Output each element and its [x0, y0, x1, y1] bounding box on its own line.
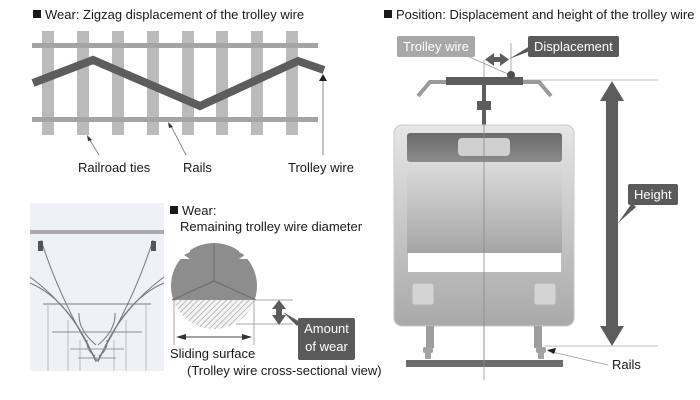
label-rails-right: Rails: [612, 357, 641, 372]
notch-right: [239, 243, 258, 259]
crossbar: [43, 303, 151, 305]
displacement-tag: Displacement: [528, 36, 619, 57]
position-heading: Position: Displacement and height of the…: [384, 7, 694, 22]
train-windshield: [407, 162, 562, 253]
arrowhead-icon: [87, 135, 92, 141]
rail-right-web: [538, 353, 544, 359]
rail-bottom: [32, 117, 318, 122]
wear-double-arrow-icon: [272, 300, 286, 325]
wire: [29, 276, 97, 363]
pantograph-head: [446, 77, 523, 85]
bullet-square-icon: [33, 10, 41, 18]
bogie-left: [426, 326, 434, 348]
railroad-ties: [42, 31, 298, 135]
train-bumper-band: [408, 253, 561, 272]
height-callout-pointer: [618, 203, 636, 223]
rail-top: [32, 43, 318, 48]
label-sliding-surface: Sliding surface: [170, 346, 256, 361]
rail-right: [536, 347, 546, 353]
dropper: [97, 312, 116, 346]
arrowhead-left-icon: [176, 334, 186, 340]
headlight-right: [533, 282, 557, 306]
railroad-tie: [112, 31, 124, 135]
railroad-tie: [286, 31, 298, 135]
height-tag: Height: [628, 184, 678, 205]
label-cross-section: (Trolley wire cross-sectional view): [187, 363, 382, 378]
displacement-arrow-icon: [485, 53, 509, 66]
railroad-tie: [77, 31, 89, 135]
pantograph-horn-left: [416, 80, 446, 98]
label-trolley-wire: Trolley wire: [288, 160, 354, 175]
arrowhead-icon: [547, 348, 556, 354]
railroad-tie: [216, 31, 228, 135]
bullet-square-icon: [384, 10, 392, 18]
zigzag-heading: Wear: Zigzag displacement of the trolley…: [33, 7, 304, 22]
insulator: [38, 241, 43, 251]
rails-pointer: [547, 350, 609, 366]
arrowhead-icon: [319, 74, 327, 81]
callout-pointer: [283, 312, 300, 326]
trolley-wire-tag: Trolley wire: [397, 36, 475, 57]
trolley-wire-point: [507, 71, 515, 79]
arrowhead-icon: [168, 122, 173, 128]
trolley-wire-zigzag: [31, 55, 326, 111]
height-double-arrow-icon: [600, 81, 624, 346]
section-line: [213, 280, 257, 301]
bullet-square-icon: [170, 206, 178, 214]
diameter-heading-line2: Remaining trolley wire diameter: [180, 219, 363, 234]
trolley-wire-pointer: [464, 54, 509, 75]
wire: [97, 276, 165, 363]
pantograph-horn-right: [523, 80, 553, 98]
diameter-heading-line1: Wear:: [170, 203, 216, 218]
railroad-tie: [42, 31, 54, 135]
track-bed: [406, 360, 563, 367]
arrowhead-right-icon: [242, 334, 252, 340]
section-line: [171, 280, 215, 301]
dropper: [78, 312, 97, 346]
notch-left: [171, 243, 190, 259]
rail-left: [423, 347, 433, 353]
railroad-tie: [182, 31, 194, 135]
label-rails: Rails: [183, 160, 212, 175]
rail-left-web: [425, 353, 431, 359]
pantograph-joint: [477, 101, 491, 110]
headlight-left: [411, 282, 435, 306]
pointer-line: [169, 123, 187, 156]
amount-of-wear-label: Amount of wear: [304, 321, 349, 354]
displacement-callout-pointer: [509, 46, 533, 59]
bogie-right: [534, 326, 542, 348]
label-railroad-ties: Railroad ties: [78, 160, 151, 175]
overhead-beam: [30, 230, 164, 234]
insulator: [151, 241, 156, 251]
amount-of-wear-tag: [298, 318, 355, 360]
